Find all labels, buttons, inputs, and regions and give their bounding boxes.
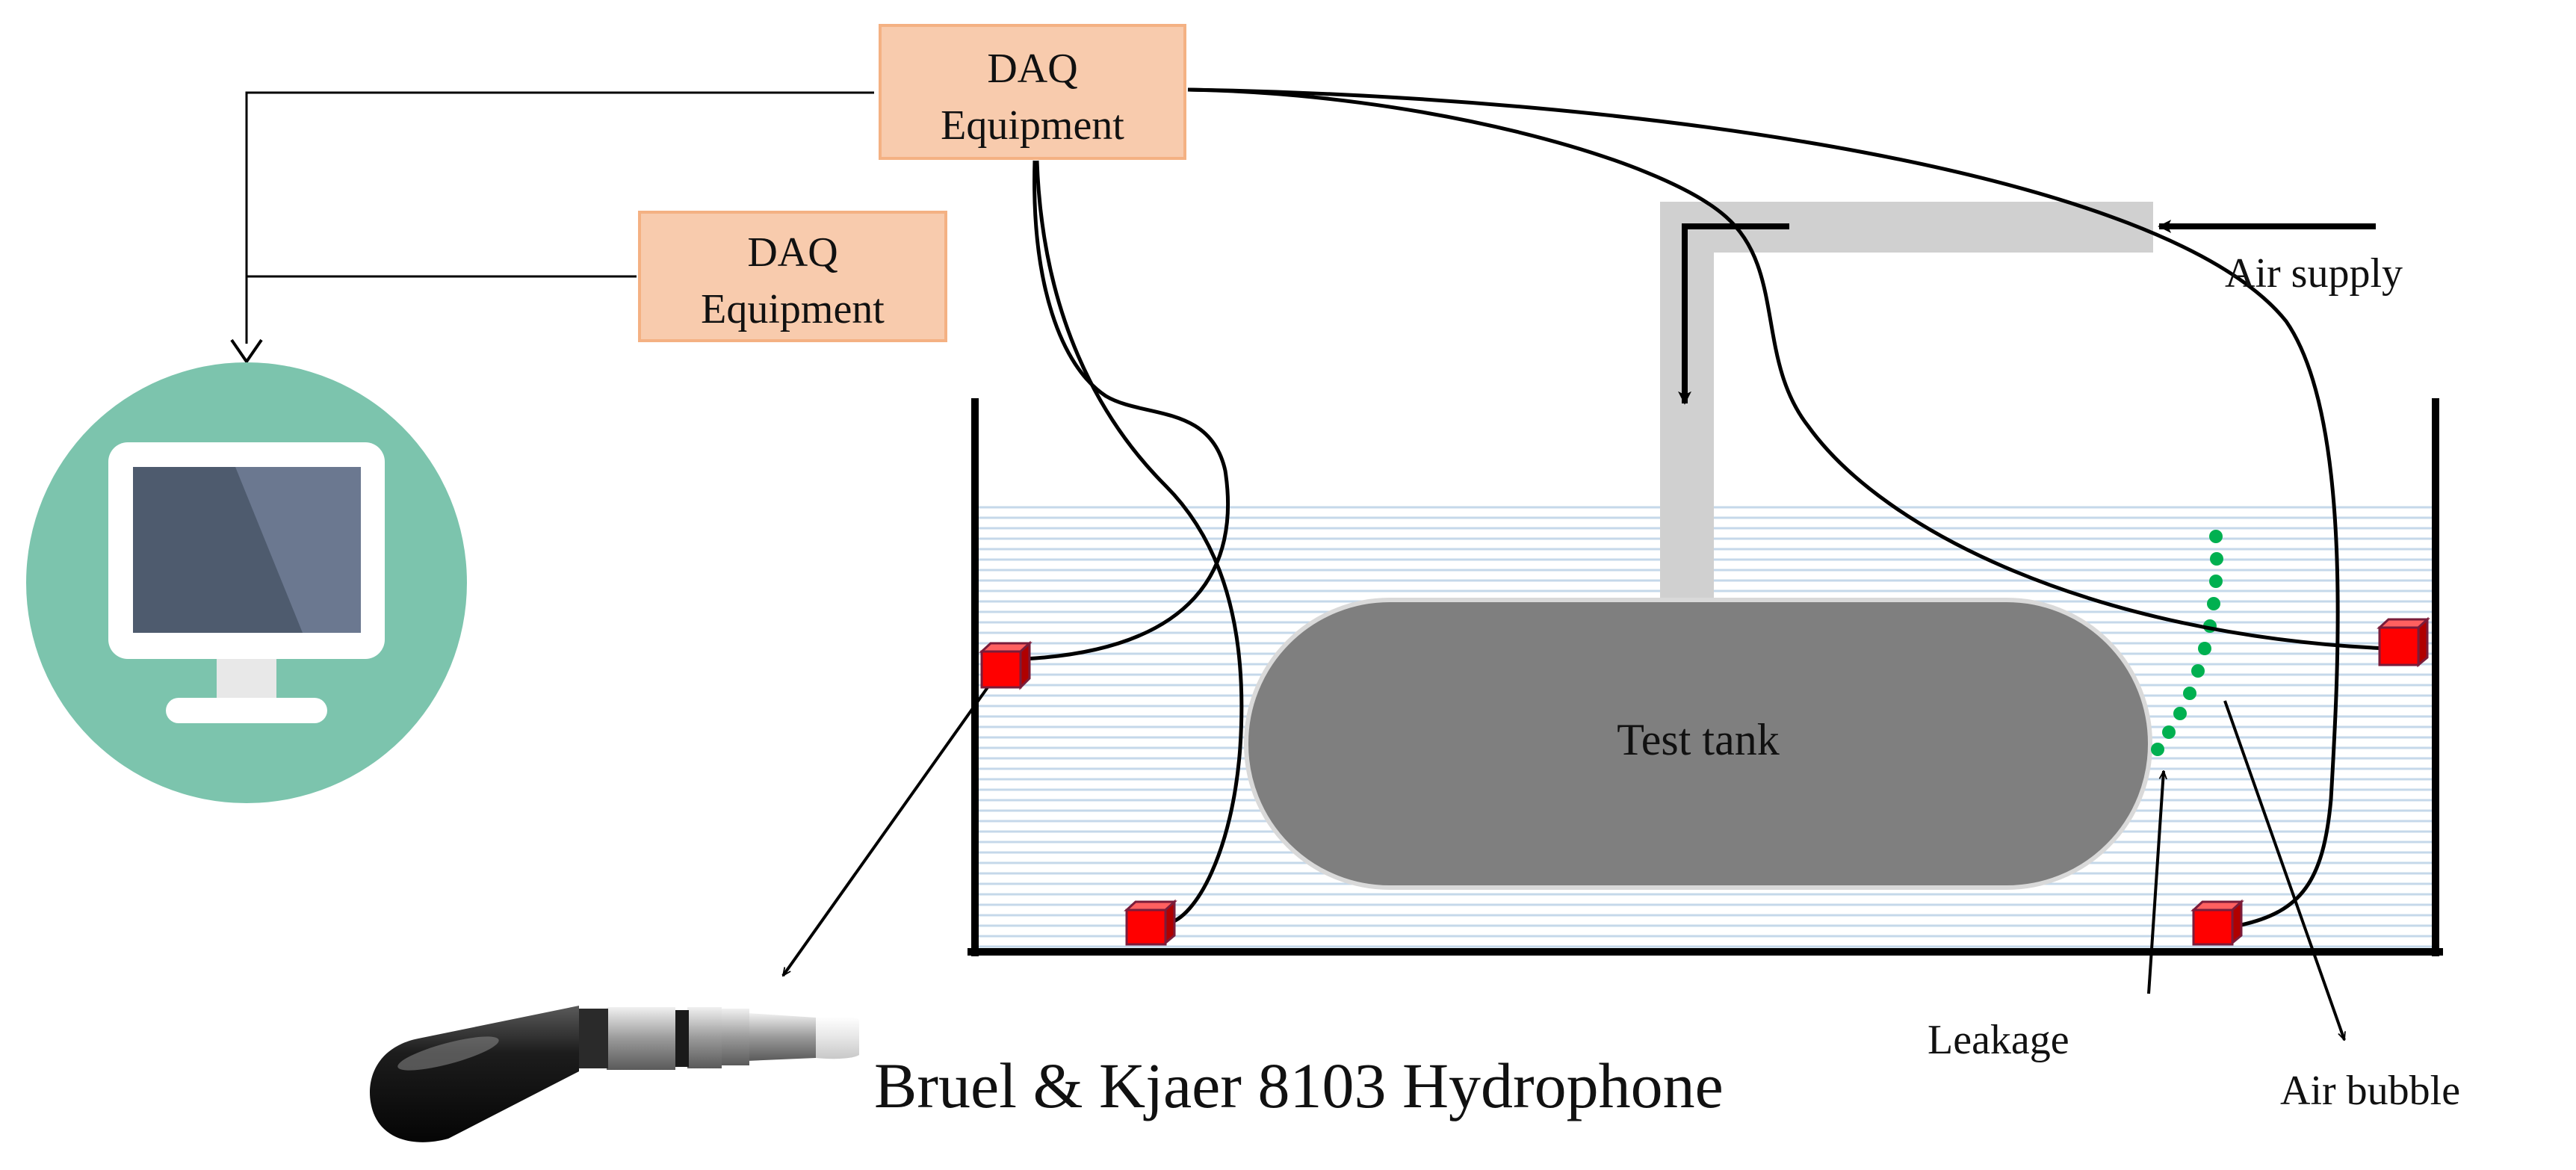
air-bubble-callout-arrow — [2223, 700, 2346, 1040]
leakage-callout-arrow — [2147, 771, 2164, 994]
daq-equipment-top: DAQ Equipment — [879, 24, 1186, 160]
hydrophone-label: Bruel & Kjaer 8103 Hydrophone — [874, 1050, 1724, 1121]
daq-equipment-second: DAQ Equipment — [638, 211, 947, 342]
computer-input-arrow — [230, 338, 263, 365]
sensor-right-wall — [2377, 616, 2430, 668]
daq-top-line1: DAQ — [987, 46, 1077, 92]
water-basin — [967, 398, 2443, 956]
hydrophone-icon — [370, 1006, 859, 1142]
air-bubble-label: Air bubble — [2280, 1068, 2460, 1114]
sensor-left-wall — [979, 640, 1032, 690]
leakage-label: Leakage — [1928, 1017, 2069, 1063]
sensor-bottom-left — [1124, 899, 1177, 946]
sensor-bottom-right — [2190, 899, 2244, 946]
daq-second-line1: DAQ — [747, 229, 837, 276]
air-supply-label: Air supply — [2225, 250, 2403, 297]
daq-to-computer-lines — [245, 91, 874, 344]
daq-second-line2: Equipment — [701, 286, 885, 332]
sensor-cables — [1023, 87, 2388, 927]
callout-arrows — [781, 686, 2346, 1040]
hydrophone-callout-arrow — [781, 686, 989, 976]
air-flow-arrow — [1678, 223, 1789, 405]
air-bubbles — [2151, 530, 2223, 756]
daq-top-line2: Equipment — [941, 102, 1124, 149]
computer-monitor-icon — [26, 362, 467, 803]
test-tank-label: Test tank — [1617, 715, 1779, 764]
test-tank — [1244, 598, 2152, 890]
